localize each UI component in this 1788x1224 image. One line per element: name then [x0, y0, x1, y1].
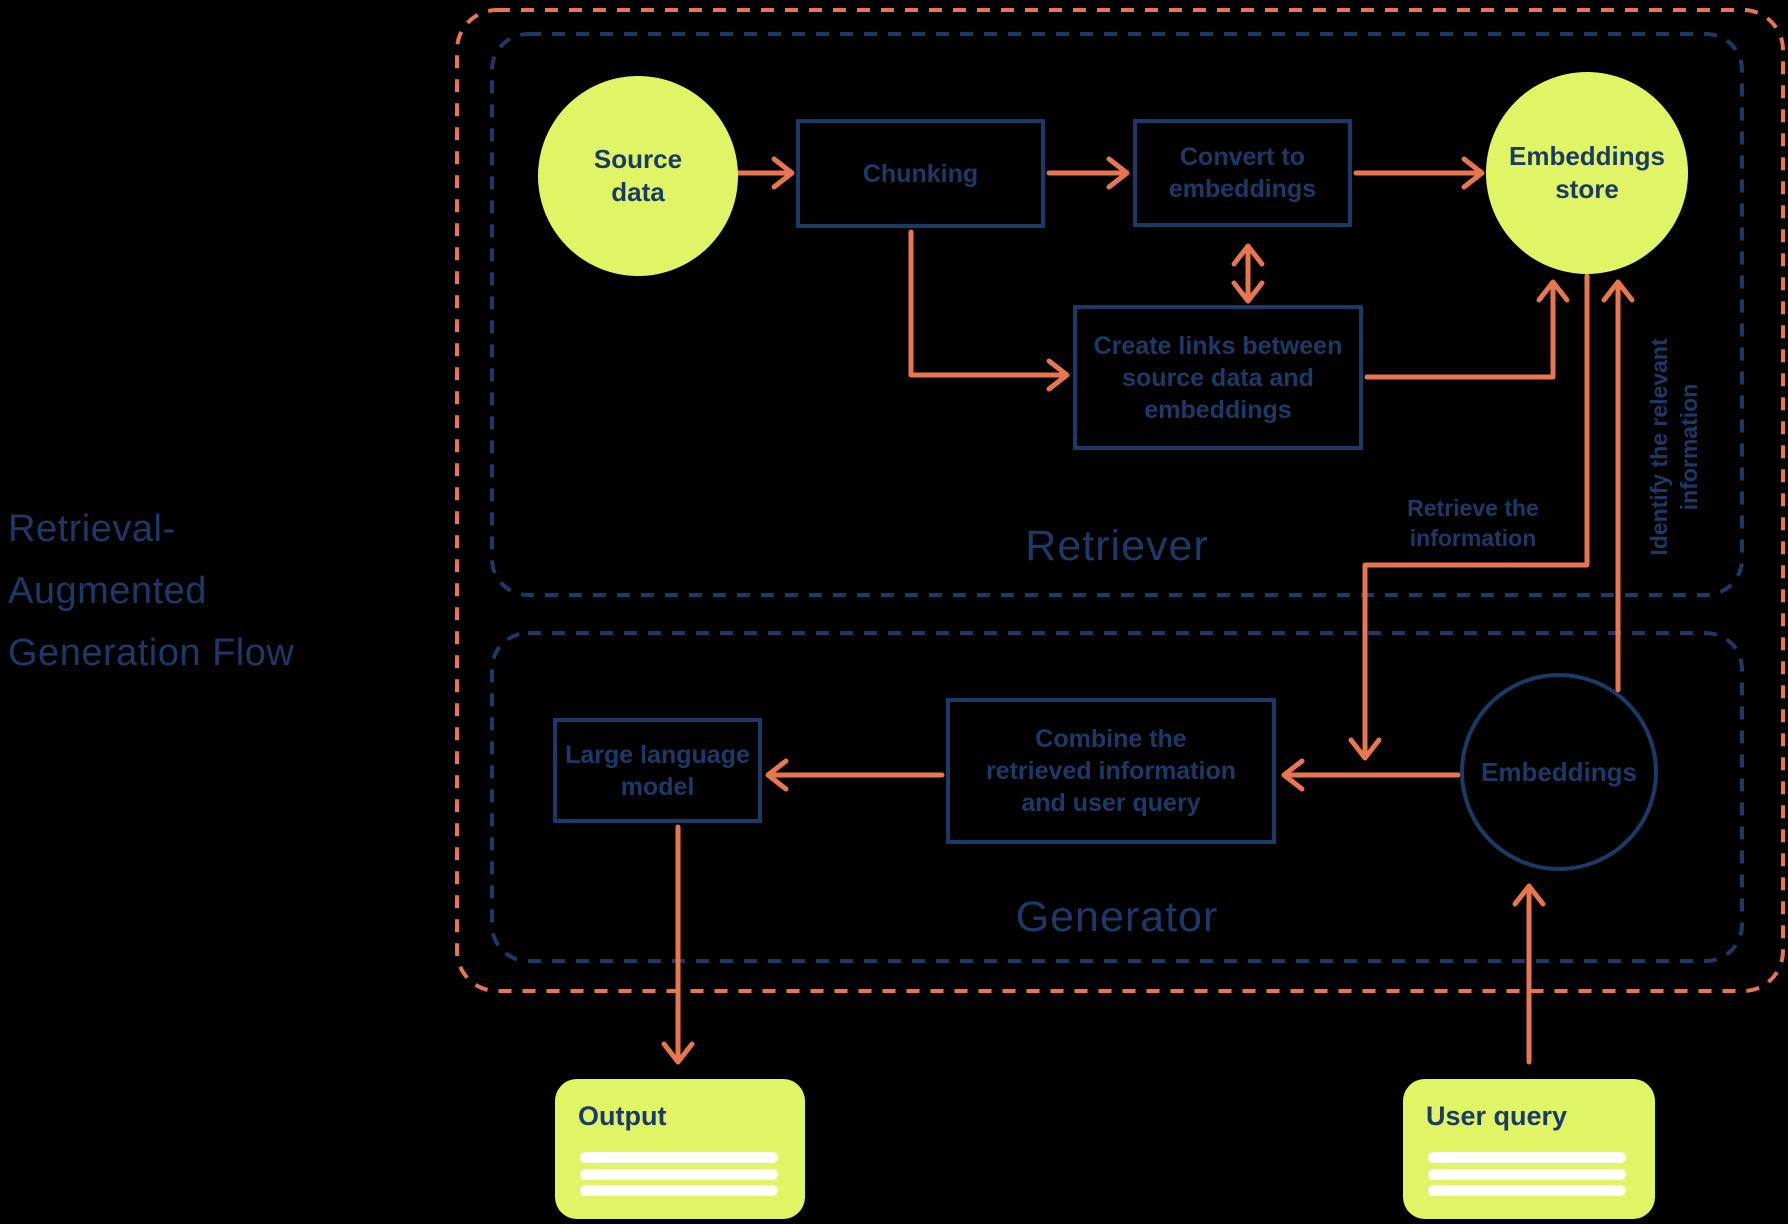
source-data-label: data	[611, 177, 665, 207]
retriever-dashed-border	[490, 32, 1744, 597]
text-placeholder-bar	[1428, 1168, 1626, 1180]
large-language-model-node: Large language model	[553, 718, 762, 823]
user-query-card-label: User query	[1426, 1101, 1568, 1131]
combine-label: retrieved information	[985, 757, 1237, 785]
llm-label: model	[620, 772, 695, 801]
arrow-create-links-to-store	[1364, 279, 1570, 380]
arrow-source-to-chunking	[735, 156, 795, 190]
text-placeholder-bar	[580, 1185, 778, 1196]
text-placeholder-bar	[580, 1168, 778, 1180]
combine-label: and user query	[1021, 789, 1201, 817]
generator-section-label: Generator	[1015, 893, 1219, 941]
create-links-label: source data and	[1122, 363, 1314, 392]
generator-dashed-border	[490, 631, 1744, 963]
output-card: Output	[555, 1079, 805, 1219]
embeddings-store-node: Embeddings store	[1486, 72, 1688, 274]
llm-label: Large language	[565, 740, 750, 769]
chunking-label: Chunking	[862, 159, 979, 188]
embeddings-node: Embeddings	[1460, 673, 1658, 871]
embeddings-store-label: store	[1555, 174, 1619, 204]
create-links-label: Create links between	[1093, 331, 1343, 360]
text-placeholder-bar	[1428, 1152, 1626, 1163]
retrieve-information-edge-label: Retrieve the information	[1368, 493, 1578, 553]
user-query-card: User query	[1403, 1079, 1655, 1219]
identify-label-line: Identify the relevant	[1646, 338, 1672, 556]
diagram-title-line: Augmented	[8, 570, 207, 612]
chunking-node: Chunking	[796, 119, 1045, 228]
diagram-title: Retrieval- Augmented Generation Flow	[8, 498, 294, 684]
outer-dashed-border	[455, 8, 1785, 993]
identify-relevant-information-edge-label: Identify the relevant information	[1644, 302, 1704, 592]
combine-node: Combine the retrieved information and us…	[946, 698, 1276, 844]
text-placeholder-bar	[580, 1152, 778, 1163]
convert-label: Convert to	[1180, 143, 1305, 171]
arrow-convert-to-store	[1353, 156, 1485, 190]
retriever-section-label: Retriever	[1025, 522, 1209, 570]
retrieve-label-line: information	[1409, 525, 1537, 551]
convert-to-embeddings-node: Convert to embeddings	[1133, 119, 1352, 227]
arrow-combine-to-llm	[765, 758, 945, 792]
create-links-node: Create links between source data and emb…	[1073, 305, 1363, 450]
convert-label: embeddings	[1168, 175, 1317, 203]
text-placeholder-bar	[1428, 1185, 1626, 1196]
arrow-convert-create-links-bidirectional	[1231, 243, 1265, 304]
source-data-label: Source	[593, 144, 683, 174]
source-data-node: Source data	[538, 76, 738, 276]
arrow-chunking-to-convert	[1046, 156, 1130, 190]
arrow-llm-to-output	[661, 824, 695, 1065]
arrow-embeddings-identify-to-store	[1601, 279, 1635, 693]
output-card-label: Output	[578, 1101, 667, 1131]
diagram-title-line: Retrieval-	[8, 508, 176, 550]
arrow-embeddings-to-combine	[1281, 758, 1461, 792]
output-text-placeholder	[580, 1152, 778, 1202]
identify-label-line: information	[1676, 383, 1702, 511]
retrieve-label-line: Retrieve the	[1407, 495, 1539, 521]
diagram-title-line: Generation Flow	[8, 632, 295, 674]
create-links-label: embeddings	[1144, 395, 1292, 424]
combine-label: Combine the	[1035, 725, 1187, 753]
arrow-user-query-to-embeddings	[1512, 883, 1546, 1065]
embeddings-store-label: Embeddings	[1508, 141, 1665, 171]
arrow-store-retrieve-information	[1348, 273, 1590, 761]
arrow-chunking-to-create-links	[908, 229, 1070, 392]
user-query-text-placeholder	[1428, 1152, 1626, 1202]
embeddings-label: Embeddings	[1480, 756, 1637, 787]
